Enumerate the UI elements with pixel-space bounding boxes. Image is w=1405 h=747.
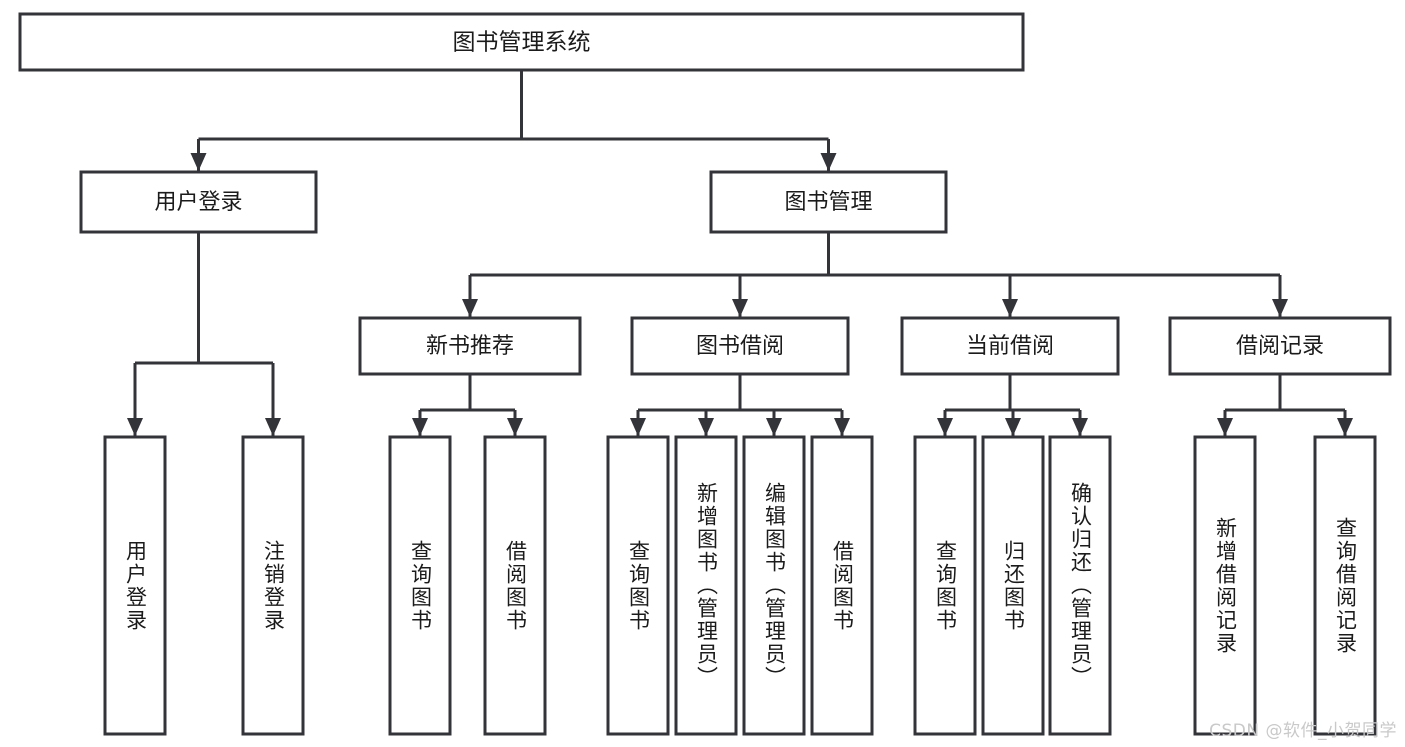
node-user-login[interactable]: 用户登录 [79, 170, 318, 234]
node-leaf-query-record[interactable] [1313, 435, 1377, 736]
node-box [1168, 316, 1392, 376]
arrow-head-icon-leaf-confirm-return [1072, 418, 1088, 436]
arrow-head-icon-leaf-query-record [1337, 418, 1353, 436]
node-box [1313, 435, 1377, 736]
node-box [1048, 435, 1112, 736]
node-box [358, 316, 582, 376]
node-leaf-query-book-2[interactable] [606, 435, 670, 736]
node-box [483, 435, 547, 736]
connector-layer [127, 70, 1353, 436]
node-leaf-add-book[interactable] [674, 435, 738, 736]
node-book-manage[interactable]: 图书管理 [709, 170, 948, 234]
arrow-head-icon-leaf-return-book [1005, 418, 1021, 436]
node-leaf-query-book-3[interactable] [913, 435, 977, 736]
node-box [900, 316, 1120, 376]
node-leaf-logout[interactable] [241, 435, 305, 736]
node-label: 图书借阅 [696, 334, 784, 359]
arrow-head-icon-leaf-query-book-2 [630, 418, 646, 436]
node-box [742, 435, 806, 736]
node-box [630, 316, 850, 376]
arrow-head-icon-leaf-borrow-book-1 [507, 418, 523, 436]
node-leaf-return-book[interactable] [981, 435, 1045, 736]
node-label: 图书管理系统 [453, 30, 591, 56]
arrow-head-icon-borrow-record [1272, 299, 1288, 317]
arrow-head-icon-leaf-edit-book [766, 418, 782, 436]
arrow-head-icon-current-borrow [1002, 299, 1018, 317]
arrow-head-icon-leaf-query-book-3 [937, 418, 953, 436]
arrow-head-icon-leaf-user-login [127, 418, 143, 436]
node-new-book-rec[interactable]: 新书推荐 [358, 316, 582, 376]
node-box [103, 435, 167, 736]
node-box [388, 435, 452, 736]
node-box [709, 170, 948, 234]
arrow-head-icon-book-manage [820, 153, 837, 171]
node-current-borrow[interactable]: 当前借阅 [900, 316, 1120, 376]
arrow-head-icon-book-borrow [732, 299, 748, 317]
node-label: 借阅记录 [1236, 334, 1324, 359]
arrow-head-icon-leaf-borrow-book-2 [834, 418, 850, 436]
arrow-head-icon-user-login [190, 153, 207, 171]
node-box [981, 435, 1045, 736]
node-box [79, 170, 318, 234]
arrow-head-icon-leaf-logout [265, 418, 281, 436]
node-box [810, 435, 874, 736]
node-book-borrow[interactable]: 图书借阅 [630, 316, 850, 376]
arrow-head-icon-new-book-rec [462, 299, 478, 317]
node-leaf-query-book-1[interactable] [388, 435, 452, 736]
node-leaf-add-record[interactable] [1193, 435, 1257, 736]
node-box [18, 12, 1025, 72]
node-box [606, 435, 670, 736]
node-leaf-confirm-return[interactable] [1048, 435, 1112, 736]
arrow-head-icon-leaf-query-book-1 [412, 418, 428, 436]
node-leaf-borrow-book-1[interactable] [483, 435, 547, 736]
node-label: 新书推荐 [426, 334, 514, 359]
arrow-head-icon-leaf-add-record [1217, 418, 1233, 436]
node-leaf-edit-book[interactable] [742, 435, 806, 736]
node-leaf-user-login[interactable] [103, 435, 167, 736]
csdn-watermark: CSDN @软件_小贺同学 [1209, 721, 1397, 741]
node-label: 当前借阅 [966, 334, 1054, 359]
node-box [1193, 435, 1257, 736]
node-label: 用户登录 [154, 190, 242, 215]
arrow-head-icon-leaf-add-book [698, 418, 714, 436]
node-box [674, 435, 738, 736]
node-box [913, 435, 977, 736]
node-leaf-borrow-book-2[interactable] [810, 435, 874, 736]
node-label: 图书管理 [784, 190, 872, 215]
node-borrow-record[interactable]: 借阅记录 [1168, 316, 1392, 376]
node-system-title[interactable]: 图书管理系统 [18, 12, 1025, 72]
node-box [241, 435, 305, 736]
